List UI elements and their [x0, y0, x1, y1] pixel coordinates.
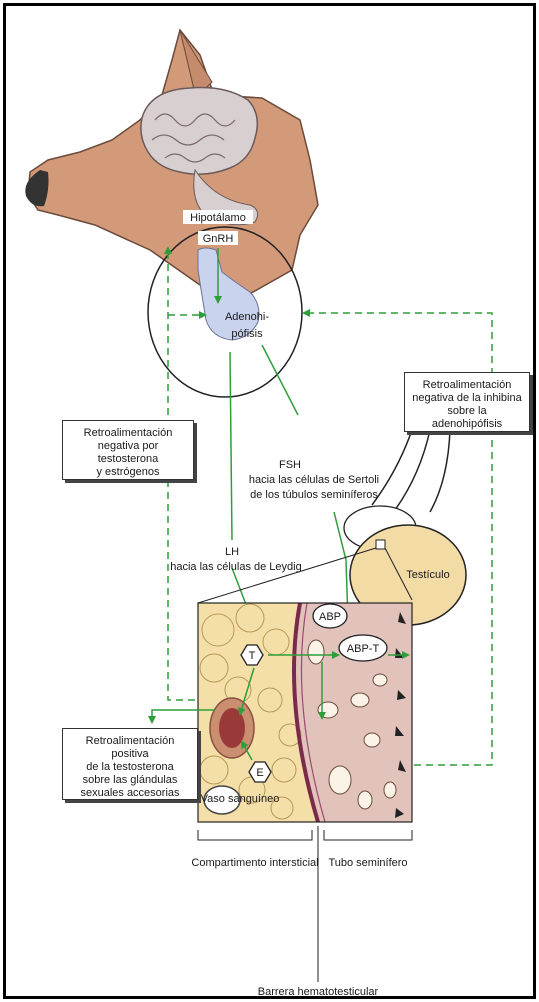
testosterone-pos-line-3: sobre las glándulas [69, 774, 191, 787]
fsh-arrow-top [262, 345, 298, 415]
testosterone-negative-box: Retroalimentación negativa por testoster… [62, 420, 194, 480]
spermatic-cord [372, 430, 450, 512]
testosterone-neg-line-3: y estrógenos [69, 466, 187, 479]
magnify-marker [376, 540, 385, 549]
inhibin-line-1: Retroalimentación [411, 379, 523, 392]
fsh-label-3: de los túbulos seminíferos [250, 489, 378, 501]
histology-panel [198, 603, 412, 822]
tubule-bracket [324, 830, 412, 840]
gnrh-label: GnRH [203, 233, 234, 245]
inhibin-line-2: negativa de la inhibina [411, 392, 523, 405]
interstitial-bracket [198, 830, 312, 840]
testosterone-neg-line-2: negativa por testosterona [69, 440, 187, 466]
blood-vessel-artery [210, 698, 254, 758]
barrera-label: Barrera hematotesticular [258, 986, 379, 998]
testiculo-label: Testículo [406, 569, 449, 581]
vaso-label: Vaso sanguíneo [201, 793, 280, 805]
fsh-label-1: FSH [279, 459, 301, 471]
testosterone-pos-line-4: sexuales accesorias [69, 787, 191, 800]
adenohipofisis-label-1: Adenohi- [225, 311, 269, 323]
dog-head [25, 30, 318, 305]
dog-nose [25, 170, 48, 206]
abp-label: ABP [319, 611, 341, 623]
tubo-label: Tubo seminífero [328, 857, 407, 869]
lh-label-2: hacia las células de Leydig [170, 561, 301, 573]
e-label: E [256, 767, 263, 779]
hipotalamo-label: Hipotálamo [190, 212, 246, 224]
inhibin-feedback-box: Retroalimentación negativa de la inhibin… [404, 372, 530, 432]
testosterone-pos-line-1: Retroalimentación positiva [69, 735, 191, 761]
lh-arrow-top [230, 352, 232, 540]
adenohipofisis-label-2: pófisis [231, 328, 263, 340]
compartimento-label: Compartimento intersticial [191, 857, 318, 869]
inhibin-line-3: sobre la adenohipófisis [411, 405, 523, 431]
lh-label-1: LH [225, 546, 239, 558]
testosterone-pos-line-2: de la testosterona [69, 761, 191, 774]
abp-t-label: ABP-T [347, 643, 380, 655]
testosterone-positive-box: Retroalimentación positiva de la testost… [62, 728, 198, 800]
testosterone-neg-line-1: Retroalimentación [69, 427, 187, 440]
t-label: T [249, 650, 256, 662]
fsh-label-2: hacia las células de Sertoli [249, 474, 379, 486]
